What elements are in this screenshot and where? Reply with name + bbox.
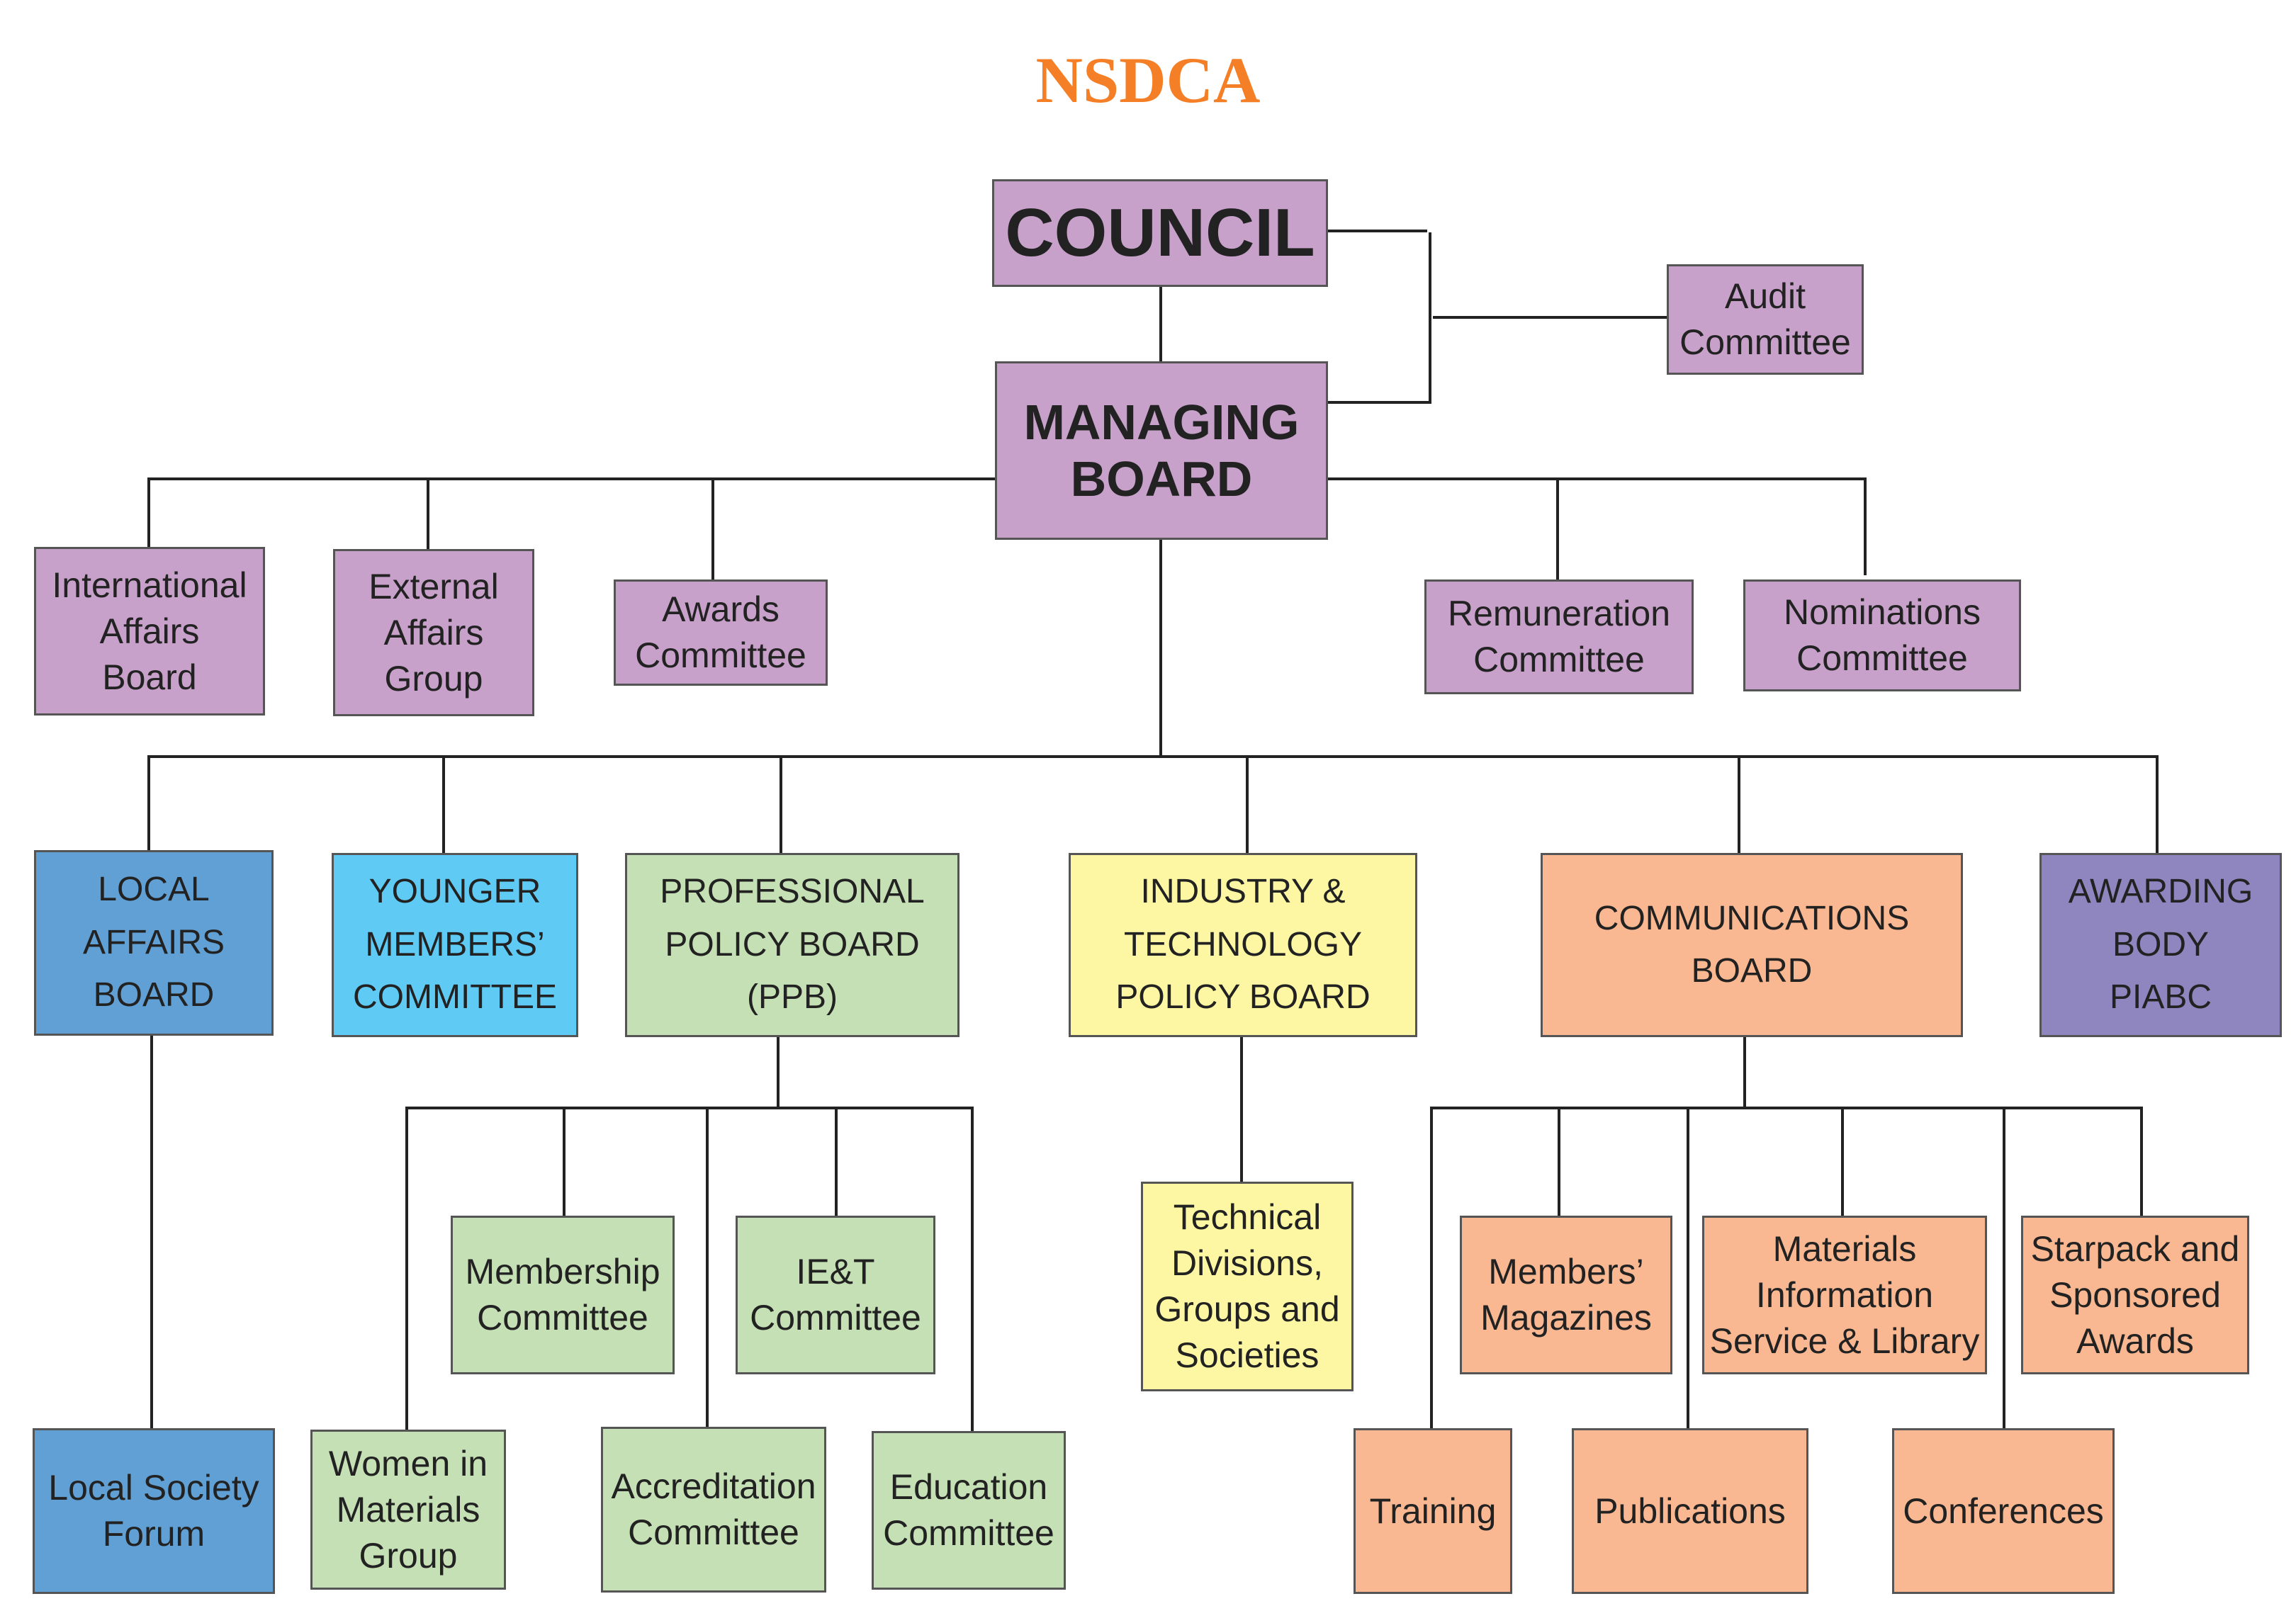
starpack-awards-box: Starpack and Sponsored Awards bbox=[2021, 1216, 2249, 1374]
younger-members-committee-box: YOUNGER MEMBERS’ COMMITTEE bbox=[332, 853, 578, 1037]
awards-committee-box: Awards Committee bbox=[614, 579, 828, 686]
publications-box: Publications bbox=[1572, 1428, 1808, 1594]
nominations-committee-box: Nominations Committee bbox=[1743, 579, 2021, 691]
council-box: COUNCIL bbox=[992, 179, 1328, 287]
local-society-forum-box: Local Society Forum bbox=[33, 1428, 275, 1594]
communications-board-box: COMMUNICATIONS BOARD bbox=[1541, 853, 1963, 1037]
conferences-box: Conferences bbox=[1892, 1428, 2115, 1594]
managing-board-box: MANAGING BOARD bbox=[995, 361, 1328, 540]
audit-committee-box: Audit Committee bbox=[1667, 264, 1864, 375]
external-affairs-group-box: External Affairs Group bbox=[333, 549, 534, 716]
professional-policy-board-box: PROFESSIONAL POLICY BOARD (PPB) bbox=[625, 853, 960, 1037]
remuneration-committee-box: Remuneration Committee bbox=[1424, 579, 1694, 694]
page-title: NSDCA bbox=[1035, 44, 1261, 116]
industry-technology-policy-board-box: INDUSTRY & TECHNOLOGY POLICY BOARD bbox=[1069, 853, 1417, 1037]
membership-committee-box: Membership Committee bbox=[451, 1216, 675, 1374]
women-in-materials-group-box: Women in Materials Group bbox=[310, 1430, 506, 1590]
accreditation-committee-box: Accreditation Committee bbox=[601, 1427, 826, 1593]
members-magazines-box: Members’ Magazines bbox=[1460, 1216, 1672, 1374]
international-affairs-board-box: International Affairs Board bbox=[34, 547, 265, 716]
training-box: Training bbox=[1354, 1428, 1512, 1594]
technical-divisions-box: Technical Divisions, Groups and Societie… bbox=[1141, 1182, 1354, 1391]
education-committee-box: Education Committee bbox=[872, 1431, 1066, 1590]
awarding-body-box: AWARDING BODY PIABC bbox=[2039, 853, 2282, 1037]
local-affairs-board-box: LOCAL AFFAIRS BOARD bbox=[34, 850, 274, 1036]
iet-committee-box: IE&T Committee bbox=[736, 1216, 935, 1374]
materials-information-service-box: Materials Information Service & Library bbox=[1702, 1216, 1987, 1374]
